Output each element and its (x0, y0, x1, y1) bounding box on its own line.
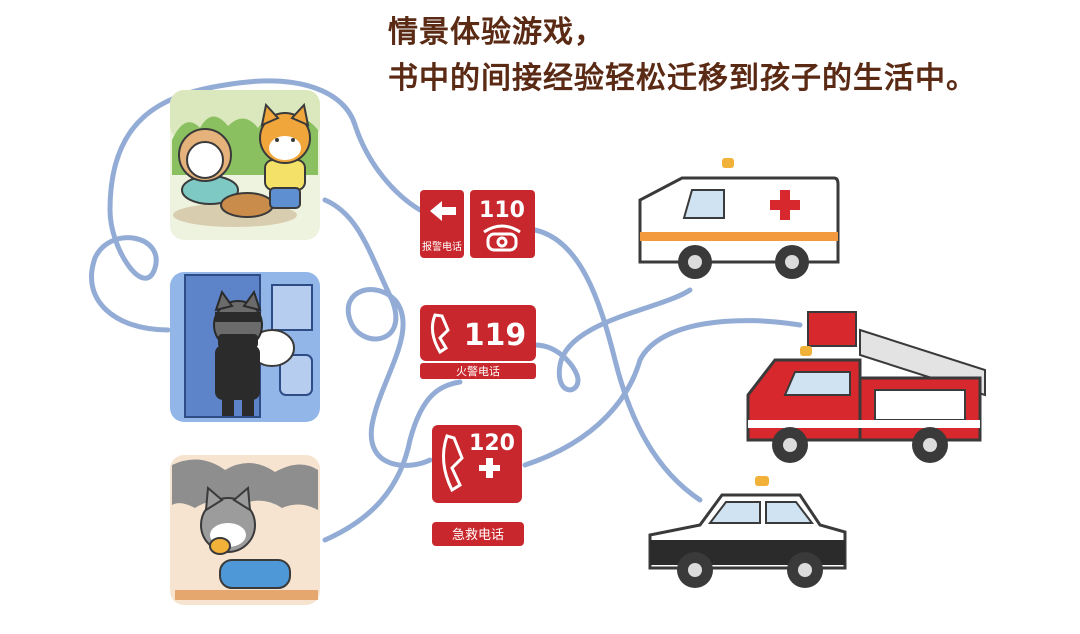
picture-injury (170, 90, 320, 240)
telephone-icon (430, 313, 450, 355)
picture-smoke (170, 455, 320, 605)
window (271, 284, 313, 331)
towel (209, 537, 231, 555)
plus-icon (479, 458, 500, 478)
red-cross-icon (770, 190, 800, 220)
police-sign-label: 报警电话 (422, 240, 462, 253)
ambulance-sign-label: 急救电话 (452, 527, 504, 543)
fire-sign-number: 119 (464, 318, 527, 353)
line-police-sign-to-police-car (532, 227, 703, 503)
siren-light (722, 158, 734, 168)
injured-girl-face (186, 141, 224, 179)
sign-police: 报警电话 110 (420, 190, 535, 258)
crawling-cat-body (219, 559, 291, 589)
fire-sign-label: 火警电话 (456, 364, 500, 378)
fire-truck (746, 311, 986, 463)
headline: 情景体验游戏， 书中的间接经验轻松迁移到孩子的生活中。 (388, 10, 977, 102)
police-sign-number: 110 (479, 198, 525, 223)
arrow-left-icon (430, 201, 456, 221)
line-fire-sign-to-ambulance (532, 287, 693, 393)
burglar-body (215, 345, 260, 400)
headline-line-2: 书中的间接经验轻松迁移到孩子的生活中。 (388, 61, 977, 96)
ambulance-body (638, 176, 840, 264)
line-fire-to-fire-sign (322, 379, 463, 543)
sign-ambulance: 120 急救电话 (432, 425, 524, 546)
telephone-icon (483, 224, 521, 252)
matching-lines (89, 78, 803, 543)
siren-light (755, 476, 769, 486)
picture-burglar (170, 272, 320, 422)
ambulance-sign-number: 120 (469, 431, 515, 456)
siren-light (800, 346, 812, 356)
headline-line-1: 情景体验游戏， (388, 15, 605, 50)
line-injury-to-ambulance-sign (322, 197, 433, 468)
telephone-icon (441, 434, 464, 493)
police-car (648, 476, 847, 588)
sign-fire: 119 火警电话 (420, 305, 536, 379)
ambulance (638, 158, 840, 279)
line-burglar-to-police-sign (89, 78, 423, 333)
line-ambulance-sign-to-fire-truck (522, 318, 803, 468)
